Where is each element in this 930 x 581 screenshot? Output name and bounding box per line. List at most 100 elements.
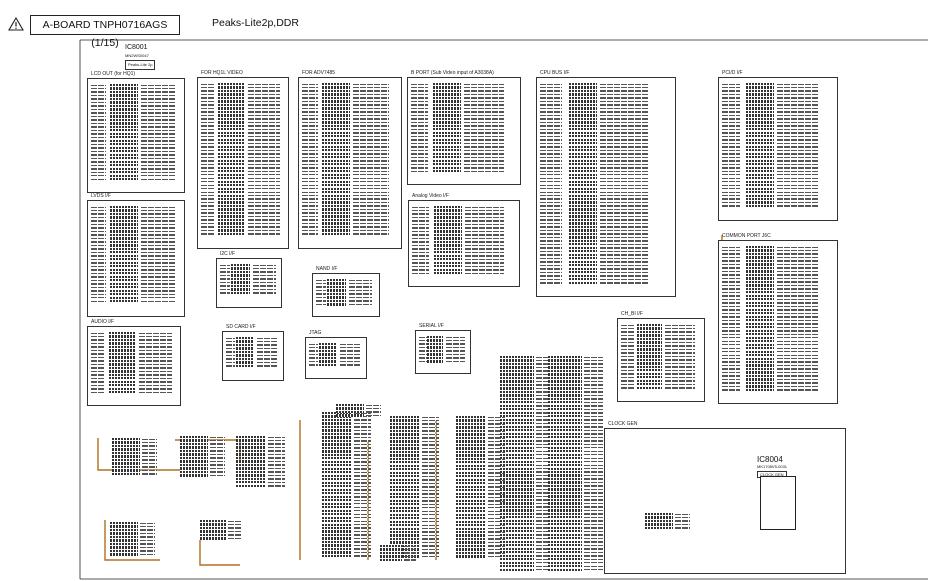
net-label-column [139,332,172,396]
clock-gen-chip [760,476,796,530]
net-label-column [422,416,439,560]
ic-pin-block [319,343,337,367]
ic-pin-block [200,520,226,541]
panel-clock-gen [604,428,846,574]
panel-title-i2c: I2C I/F [220,251,236,257]
ic-pin-block [110,522,138,557]
ic-pin-block [746,246,774,392]
panel-title-audio: AUDIO I/F [91,319,115,325]
ic-pin-block [110,84,138,182]
net-label-column [722,246,740,393]
net-label-column [210,436,225,479]
main-ic-ref: IC8001 [125,44,148,51]
net-label-column [349,279,372,308]
net-label-column [91,84,106,183]
panel-title-for-hq1-video: FOR HQ1L VIDEO [201,70,243,76]
ic-pin-block [327,279,346,307]
net-label-column [201,83,215,237]
net-label-column [309,343,318,368]
ic-pin-block [236,436,266,488]
net-label-column [268,436,285,489]
ic-pin-block [434,206,462,276]
clock-gen-ic-label: IC8004 MK1708V5-0031 CLOCK GEN [757,455,787,478]
net-label-column [600,83,649,286]
ic-pin-block [390,416,420,559]
ic-pin-block [112,438,140,476]
panel-title-nand: NAND I/F [316,266,338,272]
ic-pin-block [322,412,352,558]
ic-pin-block [637,324,662,390]
panel-title-analog-video: Analog Video I/F [412,193,449,199]
clock-gen-part: MK1708V5-0031 [757,464,788,469]
net-label-column [253,264,276,296]
net-label-column [411,83,428,175]
panel-title-cpu-bus: CPU BUS I/F [540,70,570,76]
panel-title-common-port: COMMON PORT J6C [722,233,771,239]
net-label-column [419,336,427,365]
net-label-column [142,438,157,477]
ic-pin-block [548,356,582,572]
panel-title-for-adv7485: FOR ADV7485 [302,70,336,76]
net-label-column [316,279,326,308]
net-label-column [248,83,280,237]
panel-title-lvds: LVDS I/F [91,193,111,199]
net-label-column [226,337,235,369]
ic-pin-block [500,356,534,572]
net-label-column [353,83,389,237]
panel-title-lcd-out: LCD OUT (for HQ1) [91,71,136,77]
net-label-column [540,83,562,286]
ic-pin-block [236,337,254,368]
net-label-column [340,343,361,368]
panel-title-sd-card: SD CARD I/F [226,324,256,330]
net-label-column [446,336,465,365]
net-label-column [722,83,740,209]
ic-pin-block [109,332,136,395]
panel-title-jtag: JTAG [309,330,322,336]
net-label-column [91,206,106,305]
clock-gen-ref: IC8004 [757,455,783,464]
main-ic-part: MN2WS0047 [125,53,149,58]
net-label-column [354,412,371,559]
ic-pin-block [322,83,350,236]
ic-pin-block [231,264,250,295]
panel-title-serial: SERIAL I/F [419,323,444,329]
main-ic-label: IC8001 MN2WS0047 Peaks-Lite 2p [125,44,156,70]
panel-lcd-out [87,78,185,193]
board-subtitle: Peaks-Lite2p,DDR [212,17,299,29]
net-label-column [465,206,504,277]
warning-triangle-icon [8,17,24,31]
ic-pin-block [645,513,673,530]
net-label-column [220,264,230,296]
net-label-column [257,337,278,369]
net-label-column [621,324,634,391]
board-title: A-BOARD TNPH0716AGS (1/15) [30,15,180,49]
ic-pin-block [427,336,443,364]
ic-pin-block [746,83,774,208]
net-label-column [404,545,416,563]
ic-pin-block [110,206,138,304]
main-ic-name: Peaks-Lite 2p [125,60,156,70]
net-label-column [665,324,695,391]
net-label-column [488,416,505,560]
ic-pin-block [380,545,402,562]
panel-title-b-port: B PORT (Sub Video input of A3038A) [411,70,494,76]
net-label-column [412,206,429,277]
net-label-column [141,206,175,305]
ic-pin-block [569,83,597,285]
net-label-column [675,513,690,531]
net-label-column [228,520,242,542]
ic-pin-block [336,404,364,418]
panel-title-ch-bi: CH_BI I/F [621,311,643,317]
net-label-column [536,356,555,573]
panel-title-clock-gen: CLOCK GEN [608,421,638,427]
net-label-column [302,83,318,237]
net-label-column [777,246,819,393]
panel-title-pci: PCI/D I/F [722,70,743,76]
panel-cpu-bus [536,77,676,297]
net-label-column [464,83,504,175]
net-label-column [366,404,381,419]
ic-pin-block [456,416,486,559]
net-label-column [584,356,603,573]
ic-pin-block [180,436,208,478]
net-label-column [91,332,105,396]
